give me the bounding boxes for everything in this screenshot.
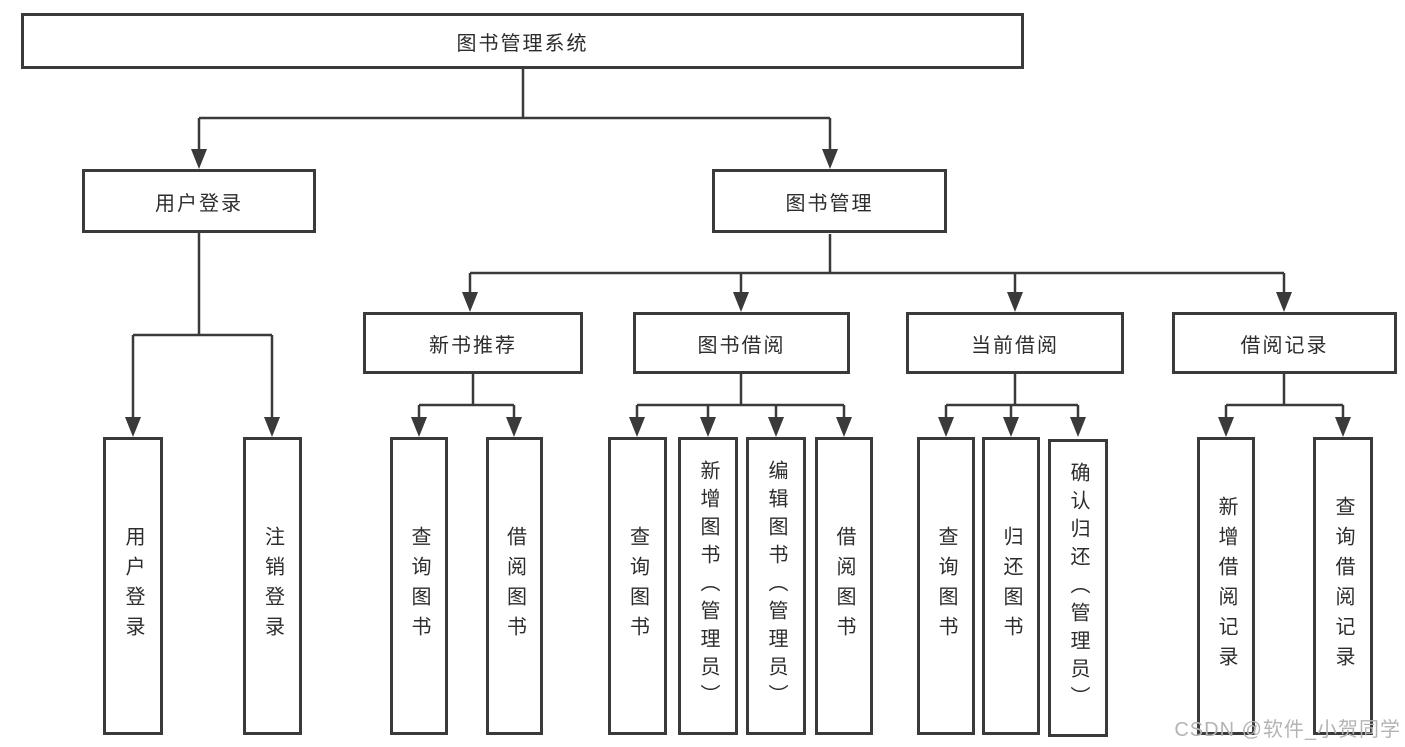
leaf-add-borrow-record-label: 新增借阅记录 <box>1215 496 1237 676</box>
leaf-borrow-books-borrow-label: 借阅图书 <box>833 526 855 646</box>
node-new-book-recommend-label: 新书推荐 <box>429 334 517 357</box>
leaf-return-book-label: 归还图书 <box>1000 526 1022 646</box>
node-current-borrowing-label: 当前借阅 <box>971 334 1059 357</box>
node-book-borrowing-label: 图书借阅 <box>697 334 786 357</box>
leaf-query-books-new: 查询图书 <box>390 437 448 735</box>
leaf-confirm-return-admin-label: 确认归还（管理员） <box>1067 462 1089 714</box>
leaf-logout-label: 注销登录 <box>261 526 284 646</box>
node-new-book-recommend: 新书推荐 <box>363 312 583 374</box>
leaf-edit-book-admin-label: 编辑图书（管理员） <box>765 460 787 712</box>
leaf-query-books-borrow-label: 查询图书 <box>626 526 649 646</box>
leaf-borrow-books-new: 借阅图书 <box>486 437 543 735</box>
leaf-add-book-admin-label: 新增图书（管理员） <box>697 460 719 712</box>
node-root-label: 图书管理系统 <box>456 32 589 55</box>
leaf-return-book: 归还图书 <box>982 437 1040 735</box>
node-borrow-records-label: 借阅记录 <box>1240 334 1329 357</box>
leaf-edit-book-admin: 编辑图书（管理员） <box>746 437 806 735</box>
leaf-borrow-books-new-label: 借阅图书 <box>503 526 526 646</box>
leaf-logout: 注销登录 <box>243 437 302 735</box>
leaf-confirm-return-admin: 确认归还（管理员） <box>1048 439 1108 737</box>
leaf-query-books-current-label: 查询图书 <box>935 526 957 646</box>
leaf-add-borrow-record: 新增借阅记录 <box>1197 437 1255 735</box>
node-current-borrowing: 当前借阅 <box>906 312 1124 374</box>
leaf-borrow-books-borrow: 借阅图书 <box>815 437 873 735</box>
node-book-borrowing: 图书借阅 <box>633 312 850 374</box>
leaf-query-books-current: 查询图书 <box>917 437 975 735</box>
leaf-user-login: 用户登录 <box>103 437 163 735</box>
node-book-management-label: 图书管理 <box>785 192 874 215</box>
node-user-login-label: 用户登录 <box>155 192 243 215</box>
leaf-add-book-admin: 新增图书（管理员） <box>678 437 738 735</box>
leaf-query-borrow-record: 查询借阅记录 <box>1313 437 1373 735</box>
leaf-query-books-borrow: 查询图书 <box>608 437 667 735</box>
node-root: 图书管理系统 <box>21 13 1024 69</box>
csdn-watermark: CSDN @软件_小贺同学 <box>1174 719 1401 741</box>
leaf-user-login-label: 用户登录 <box>122 526 144 646</box>
node-borrow-records: 借阅记录 <box>1172 312 1397 374</box>
leaf-query-borrow-record-label: 查询借阅记录 <box>1332 496 1354 676</box>
node-book-management: 图书管理 <box>712 169 947 233</box>
node-user-login: 用户登录 <box>82 169 316 233</box>
leaf-query-books-new-label: 查询图书 <box>408 526 430 646</box>
arrowheads <box>125 149 1351 437</box>
